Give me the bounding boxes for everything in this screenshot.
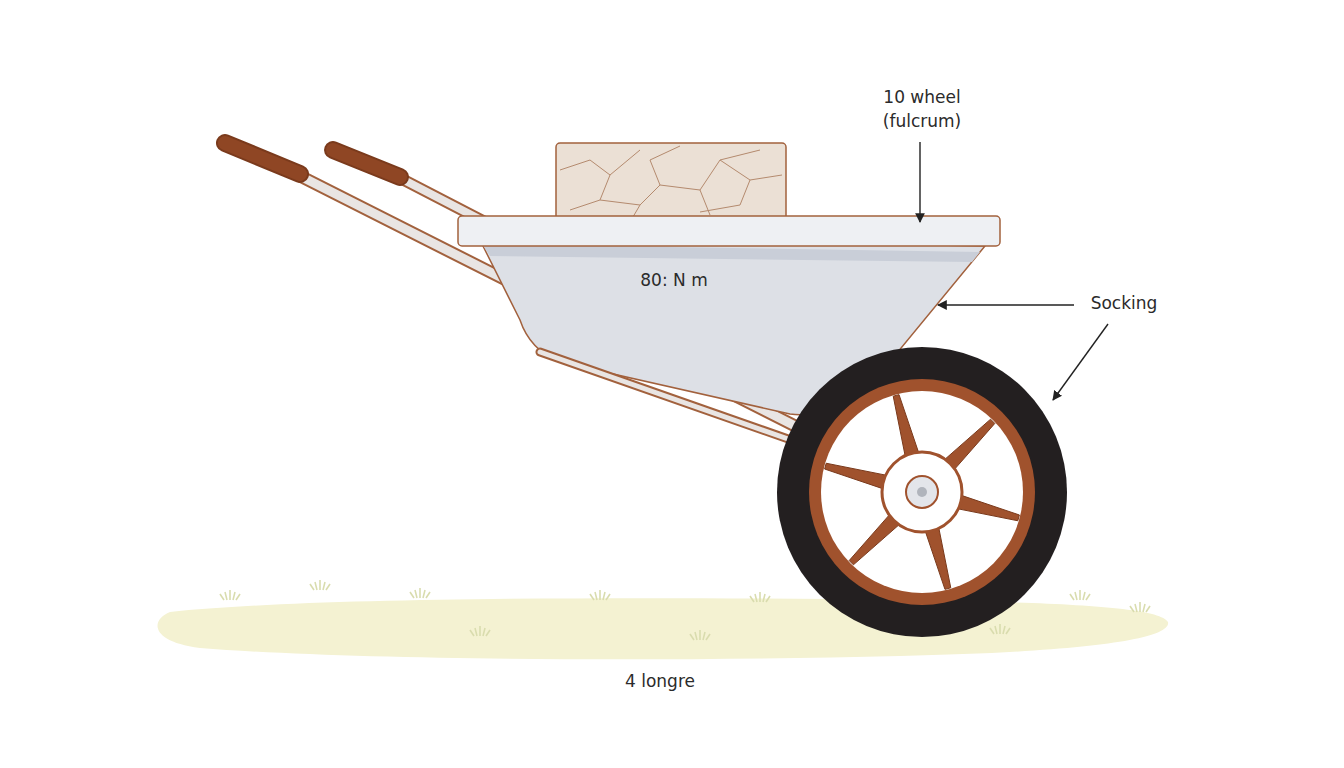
stone-block (556, 143, 786, 223)
leader-lines (920, 142, 1108, 400)
load-label: 80: N m (640, 269, 707, 293)
dimension-label: 4 longre (625, 670, 695, 694)
callout-label: 10 wheel (fulcrum) (872, 86, 972, 134)
ground (158, 598, 1169, 659)
wheel (777, 347, 1067, 637)
callout-label: Socking (1091, 292, 1158, 316)
